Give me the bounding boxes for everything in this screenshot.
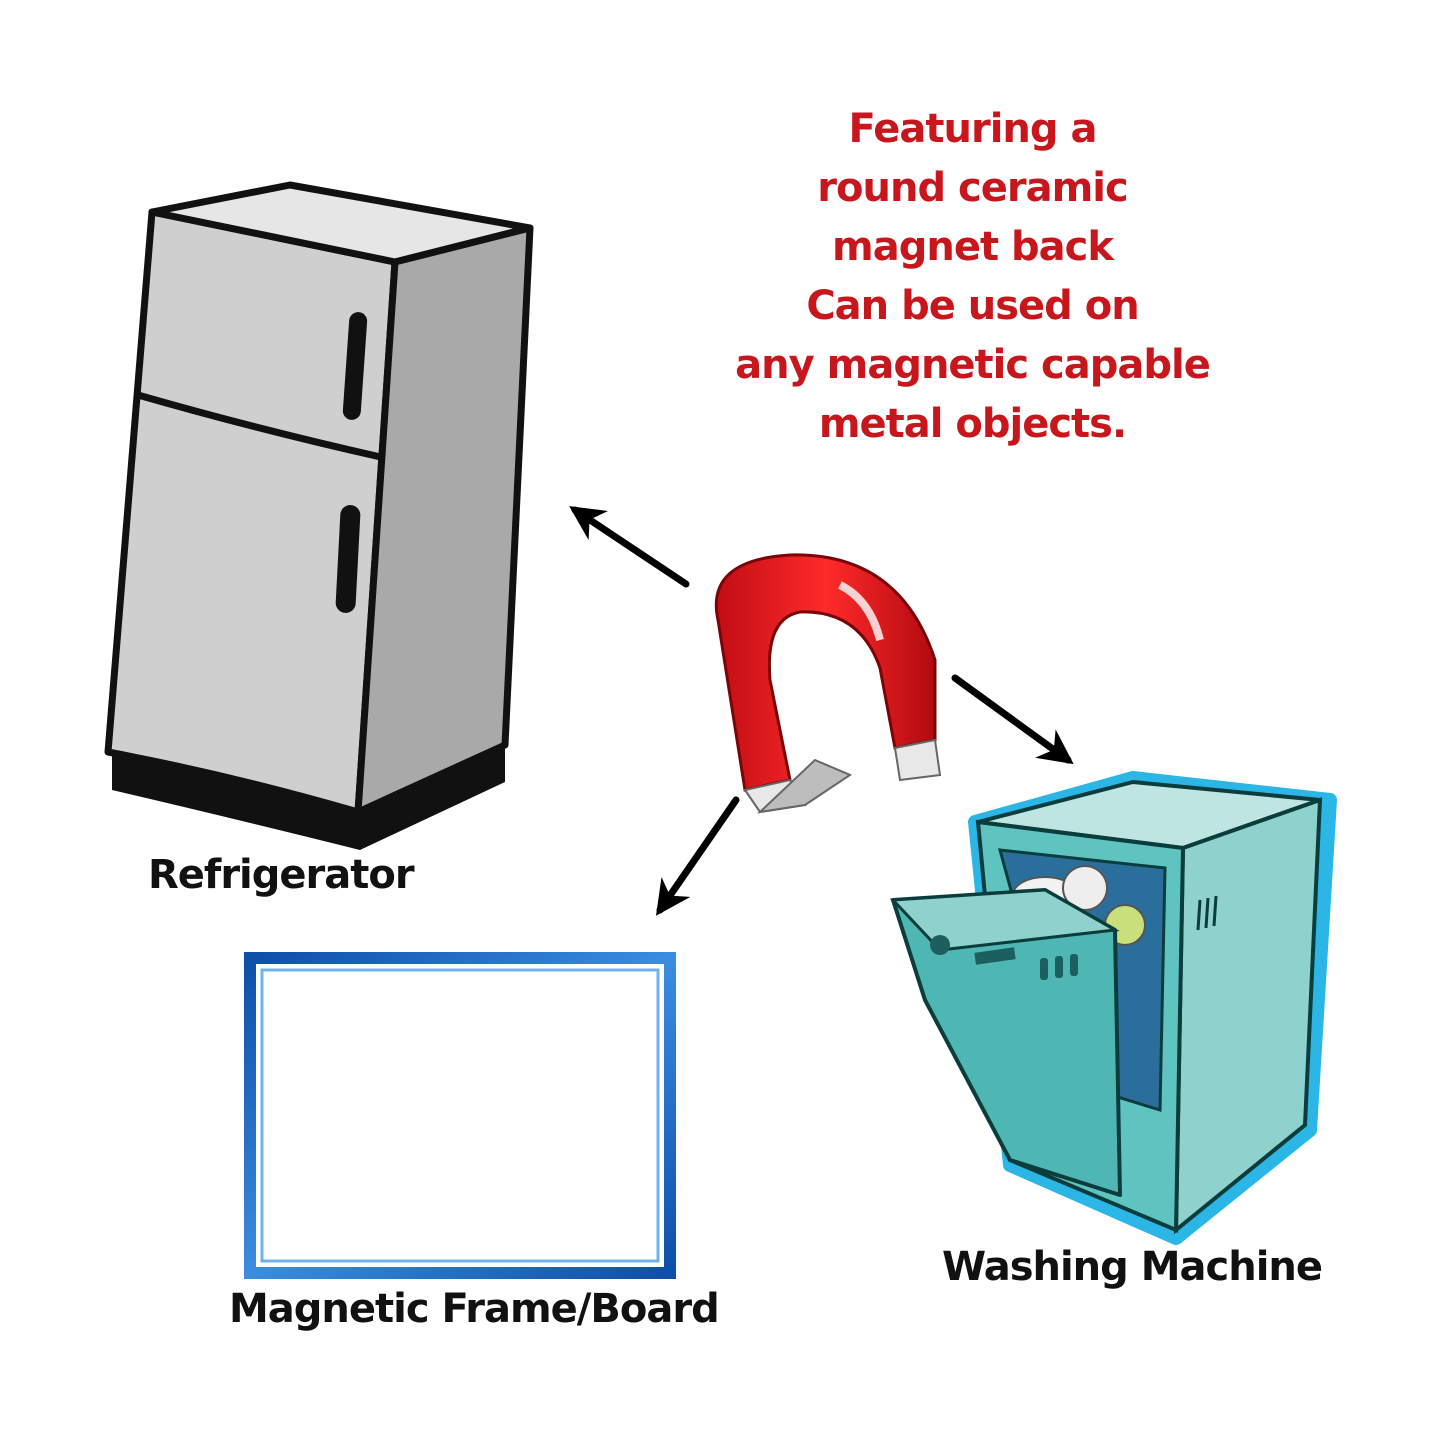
headline-line-1: Featuring a: [848, 106, 1098, 152]
headline-line-5: any magnetic capable: [735, 342, 1211, 388]
headline-line-4: Can be used on: [806, 283, 1139, 329]
feature-headline: Featuring a round ceramic magnet back Ca…: [700, 100, 1245, 454]
refrigerator-icon: [104, 181, 534, 850]
washing-machine-label: Washing Machine: [942, 1244, 1323, 1290]
arrows: [569, 506, 1074, 916]
arrow-to-refrigerator: [569, 506, 690, 588]
magnetic-frame-label: Magnetic Frame/Board: [229, 1286, 720, 1332]
headline-line-2: round ceramic: [817, 165, 1128, 211]
horseshoe-magnet-icon: [714, 553, 942, 814]
arrow-to-washer: [951, 674, 1074, 765]
dishwasher-icon: [889, 771, 1337, 1245]
headline-line-3: magnet back: [832, 224, 1114, 270]
headline-line-6: metal objects.: [818, 401, 1127, 447]
arrow-to-frame: [656, 796, 740, 916]
magnetic-frame-icon: [244, 952, 676, 1279]
refrigerator-label: Refrigerator: [148, 852, 415, 898]
